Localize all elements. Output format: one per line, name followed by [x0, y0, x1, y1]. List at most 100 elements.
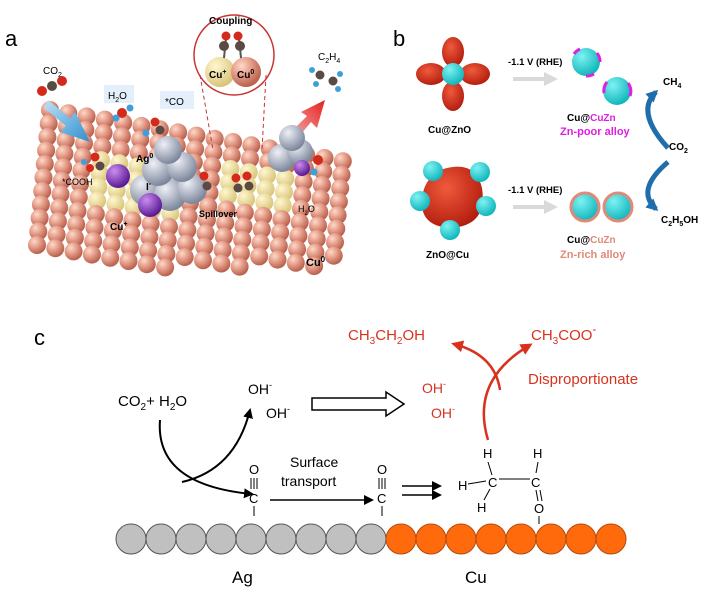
panel-b-letter: b: [393, 26, 405, 51]
surface-atom: [68, 201, 87, 220]
ch2cho-intermediate: H H H C H C O: [458, 446, 544, 524]
surface-atom: [273, 196, 292, 215]
surface-atom: [288, 240, 307, 259]
surface-atom: [216, 214, 235, 232]
acetate-label: CH3COO-: [531, 322, 596, 347]
surface-atom: [212, 254, 231, 273]
surface-atom: [327, 219, 346, 238]
surface-atom: [231, 244, 250, 263]
cu-at-zno-particle: [416, 37, 490, 111]
ag-atom: [115, 523, 147, 555]
surface-atom: [50, 198, 69, 217]
surface-atom: [119, 252, 138, 270]
h2o-molecule: [112, 104, 134, 122]
surface-atom: [329, 192, 348, 211]
surface-atom: [71, 174, 90, 193]
surface-atom: [65, 228, 84, 247]
co2-molecule: [37, 76, 67, 96]
ethanol-label: CH3CH2OH: [348, 327, 425, 347]
disproportionate-label: Disproportionate: [528, 371, 638, 388]
surface-label: Surface: [290, 454, 338, 470]
surface-atom: [29, 222, 48, 241]
surface-atom: [89, 178, 108, 197]
surface-atom: [112, 127, 131, 146]
cu-plus-inset-label: Cu+: [209, 69, 226, 81]
h-left: H: [458, 478, 467, 493]
surface-atom: [140, 228, 159, 247]
h2o-label-box: [104, 85, 134, 103]
surface-atom: [217, 200, 236, 219]
cu-label: Cu: [465, 568, 487, 587]
cu-cuzn-rich-particles: [569, 191, 634, 223]
surface-atom: [157, 244, 176, 263]
surface-atom: [290, 213, 309, 232]
surface-atom: [48, 212, 67, 231]
oh-red-1: OH-: [422, 379, 446, 396]
surface-atom: [73, 147, 92, 166]
surface-atom: [105, 208, 124, 227]
surface-atom: [306, 243, 325, 262]
surface-atom: [56, 131, 75, 150]
co-on-ag: O C: [249, 462, 259, 516]
top-voltage-label: -1.1 V (RHE): [508, 57, 562, 68]
surface-atom: [307, 230, 326, 248]
surface-atom: [224, 133, 242, 151]
surface-atom: [120, 238, 139, 257]
surface-atom: [94, 124, 113, 143]
surface-atom: [268, 250, 287, 269]
cu0-inset-label: Cu0: [237, 69, 254, 81]
h2o-label: H2O: [108, 91, 127, 104]
surface-atom: [75, 134, 93, 153]
surface-atom: [332, 165, 351, 184]
h-top2: H: [533, 446, 542, 461]
iodide-label: I-: [146, 181, 152, 193]
surface-atom: [314, 162, 333, 181]
panel-a: a CO2 H2O *CO: [5, 14, 352, 277]
co-on-cu: O C: [377, 462, 387, 516]
surface-atom: [305, 257, 324, 275]
surface-atom: [156, 258, 175, 277]
ag-atom: [175, 523, 207, 555]
surface-atom: [28, 236, 46, 254]
cu-at-zno-label: Cu@ZnO: [428, 125, 471, 136]
surface-atom: [47, 225, 66, 244]
surface-atom: [213, 241, 232, 259]
surface-atom: [77, 107, 96, 126]
coupling-inset: Coupling Cu+ Cu0: [193, 14, 275, 151]
ag-atom: [205, 523, 237, 555]
cu-cuzn-poor-particles: [572, 47, 633, 105]
surface-atom: [205, 129, 224, 148]
surface-atom: [272, 210, 291, 229]
to-ch4-arrow: [645, 89, 670, 150]
surface-atom: [141, 214, 160, 233]
ag-atom: [235, 523, 267, 555]
surface-atom: [242, 136, 261, 155]
surface-atom: [46, 239, 65, 258]
surface-atom: [333, 152, 352, 171]
transport-label: transport: [281, 473, 336, 489]
surface-atom: [235, 203, 254, 222]
surface-atom: [286, 253, 305, 272]
ch4-label: CH4: [663, 77, 681, 90]
surface-atom: [269, 237, 288, 256]
right-cluster: [268, 125, 323, 176]
surface-atom: [203, 156, 222, 175]
zno-at-cu-particle: [410, 161, 496, 240]
co-ag-c: C: [249, 491, 258, 506]
surface-atom: [84, 232, 103, 251]
ag-cluster: [106, 136, 207, 217]
surface-atom: [85, 218, 104, 237]
surface-atom: [328, 206, 347, 225]
panel-c: c CO2+ H2O OH- OH- OH- OH- CH3CH2OH CH3C…: [34, 322, 638, 587]
panel-b: b Cu@ZnO -1.1 V (RHE) Cu@CuZn Zn-poor al…: [393, 26, 698, 261]
surface-atom: [251, 233, 270, 252]
hollow-arrow: [311, 390, 406, 418]
co-label-box: [160, 91, 194, 109]
surface-atom: [331, 179, 350, 198]
surface-atom: [169, 123, 188, 142]
surface-atom: [233, 230, 252, 249]
ag-label: Ag: [232, 568, 253, 587]
panel-c-letter: c: [34, 325, 45, 350]
zn-rich-label: Zn-rich alloy: [560, 249, 626, 261]
surface-atom: [293, 186, 312, 205]
